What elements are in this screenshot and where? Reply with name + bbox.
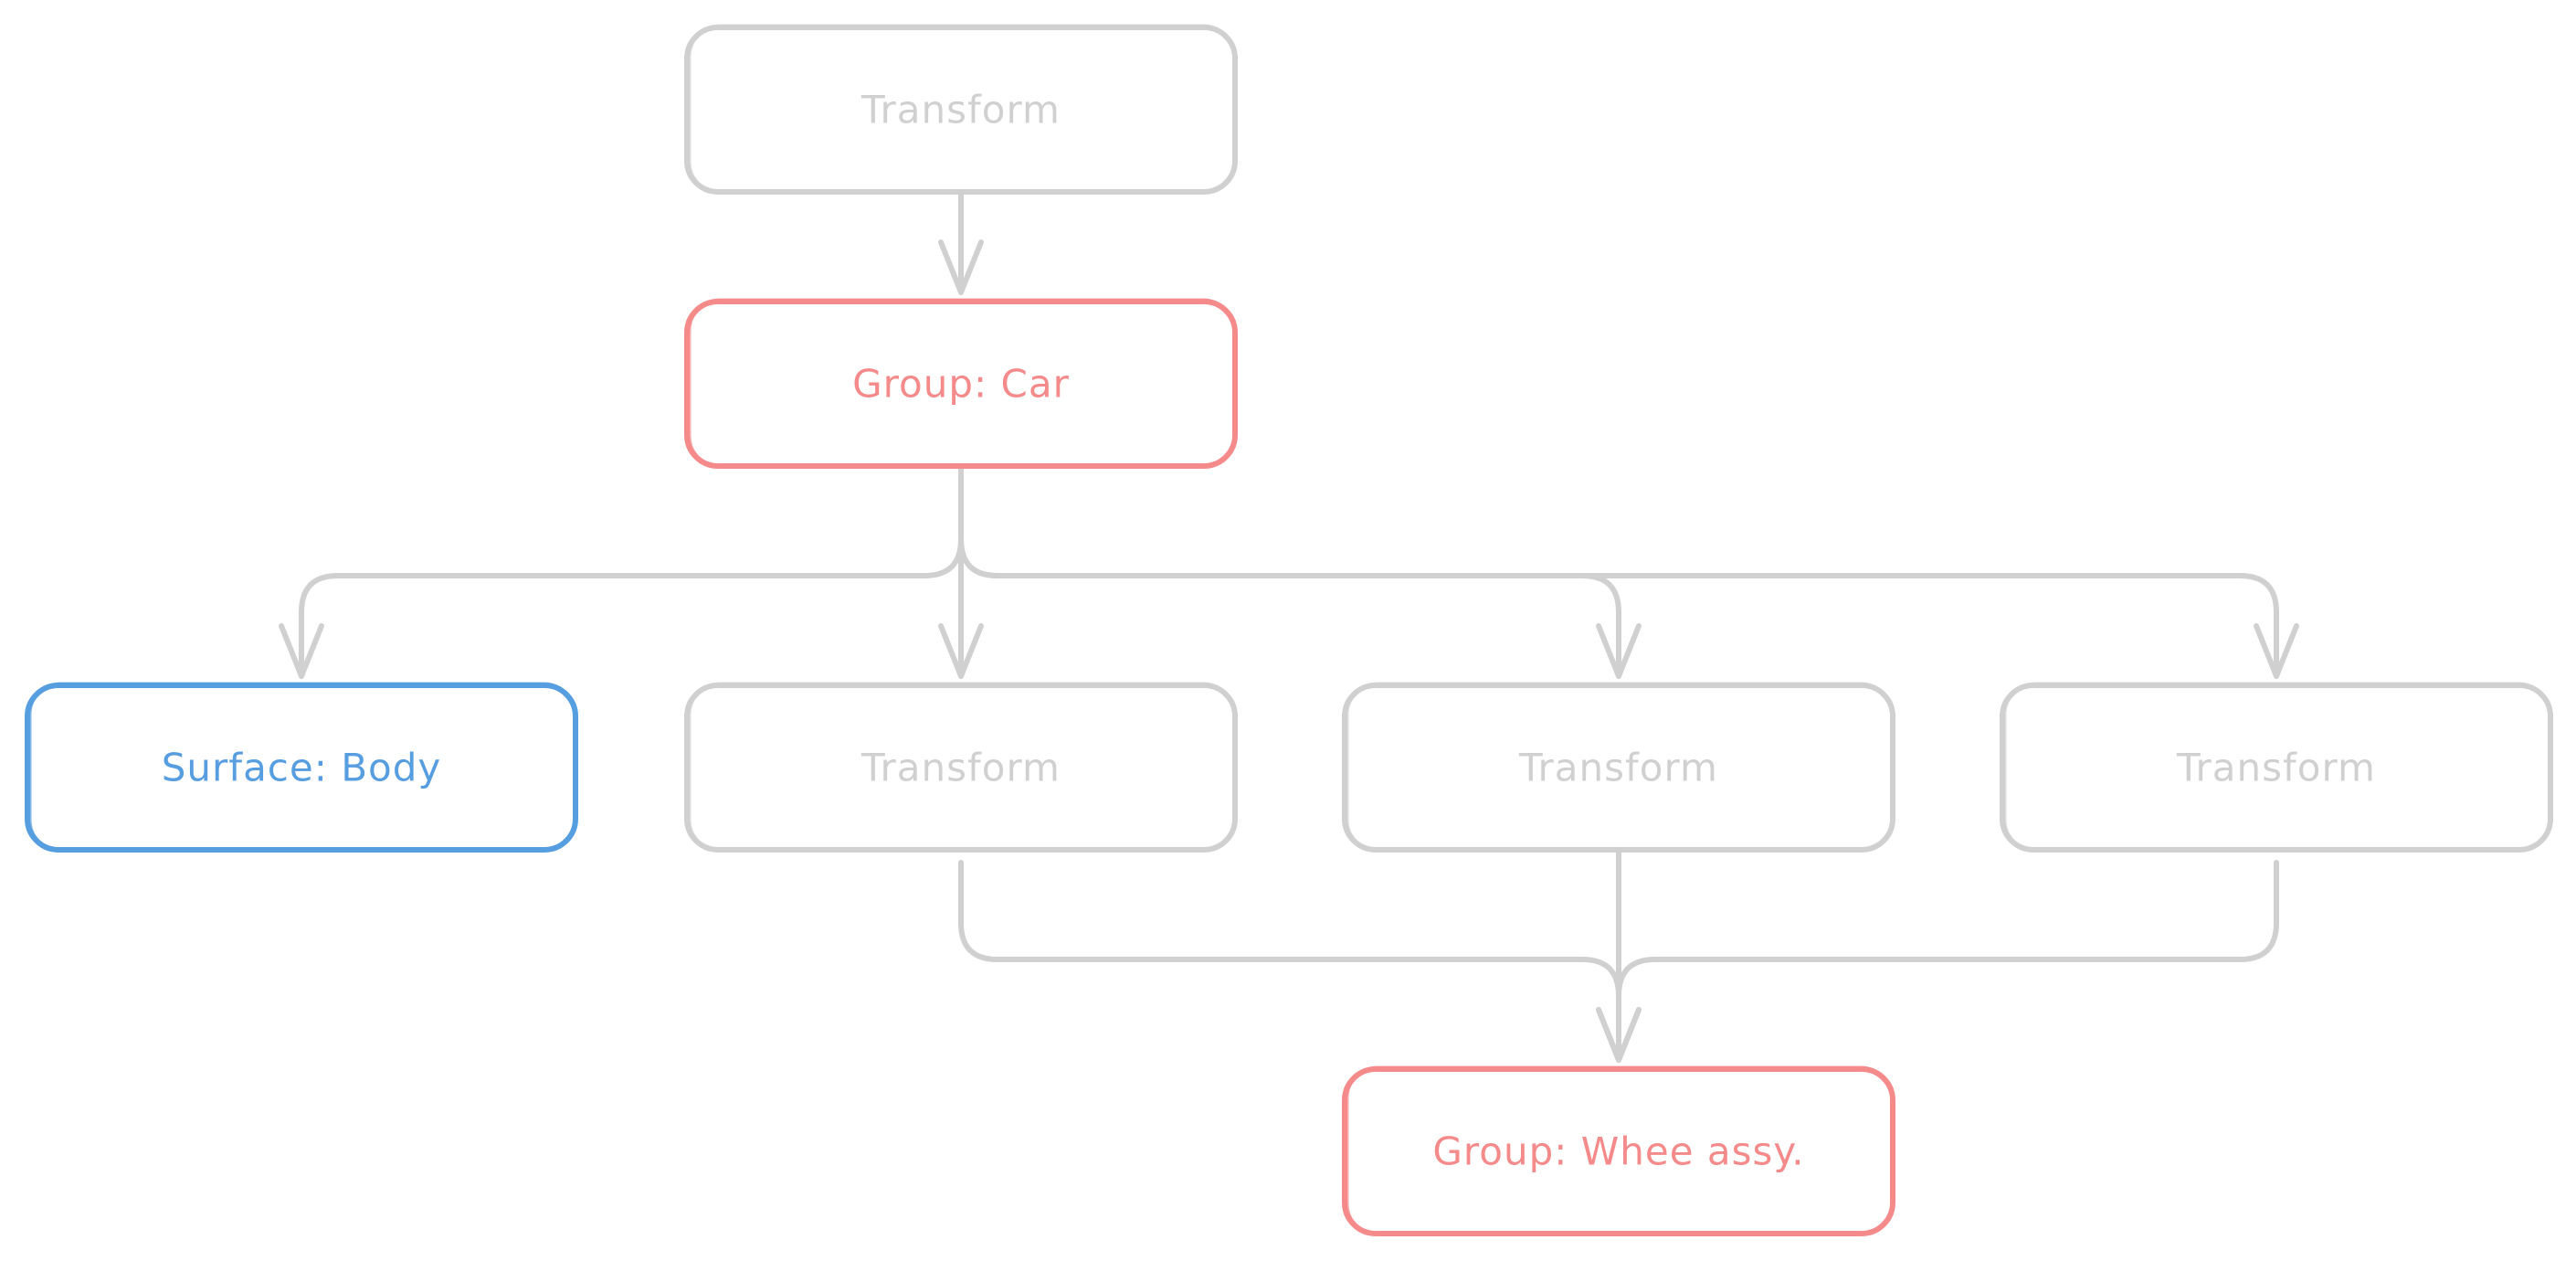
node-box-sketch-stroke	[1346, 1065, 1894, 1236]
node-surface-body[interactable]: Surface: Body	[25, 682, 578, 853]
edge-group-car-to-transform-middle	[958, 465, 1642, 679]
node-label: Transform	[2176, 746, 2376, 790]
node-box-sketch-stroke	[28, 682, 576, 853]
edge-transform-right-to-group-wheel	[1596, 860, 2279, 1063]
node-label: Group: Whee assy.	[1432, 1129, 1804, 1174]
node-label: Transform	[860, 746, 1061, 790]
node-label: Transform	[860, 88, 1061, 132]
edge-line	[1616, 860, 2279, 1063]
arrow-head-icon	[279, 623, 324, 679]
node-transform-top[interactable]: Transform	[684, 24, 1238, 195]
node-box-sketch-stroke	[2003, 682, 2551, 853]
node-box-sketch-stroke	[688, 24, 1236, 195]
edge-line	[958, 465, 2279, 679]
edge-line	[958, 465, 1621, 679]
arrow-head-icon	[1596, 623, 1642, 679]
node-group-wheel[interactable]: Group: Whee assy.	[1342, 1065, 1895, 1236]
node-label: Surface: Body	[162, 746, 442, 790]
arrow-head-icon	[1596, 1007, 1642, 1063]
arrow-head-icon	[938, 239, 984, 295]
edge-transform-left-to-group-wheel	[958, 860, 1642, 1063]
node-transform-middle[interactable]: Transform	[1342, 682, 1895, 853]
edge-group-car-to-surface-body	[279, 465, 964, 679]
node-transform-right[interactable]: Transform	[2000, 682, 2553, 853]
edge-group-car-to-transform-right	[958, 465, 2299, 679]
node-transform-left[interactable]: Transform	[684, 682, 1238, 853]
arrow-head-icon	[938, 623, 984, 679]
edges-layer	[279, 191, 2299, 1063]
edge-line	[958, 860, 1621, 1063]
node-box-sketch-stroke	[688, 682, 1236, 853]
node-box-sketch-stroke	[1346, 682, 1894, 853]
node-group-car[interactable]: Group: Car	[684, 298, 1238, 469]
node-box-sketch-stroke	[688, 298, 1236, 469]
node-label: Group: Car	[852, 362, 1070, 407]
edge-transform-top-to-group-car	[938, 191, 984, 295]
edge-line	[299, 465, 964, 679]
node-label: Transform	[1518, 746, 1718, 790]
arrow-head-icon	[2254, 623, 2299, 679]
